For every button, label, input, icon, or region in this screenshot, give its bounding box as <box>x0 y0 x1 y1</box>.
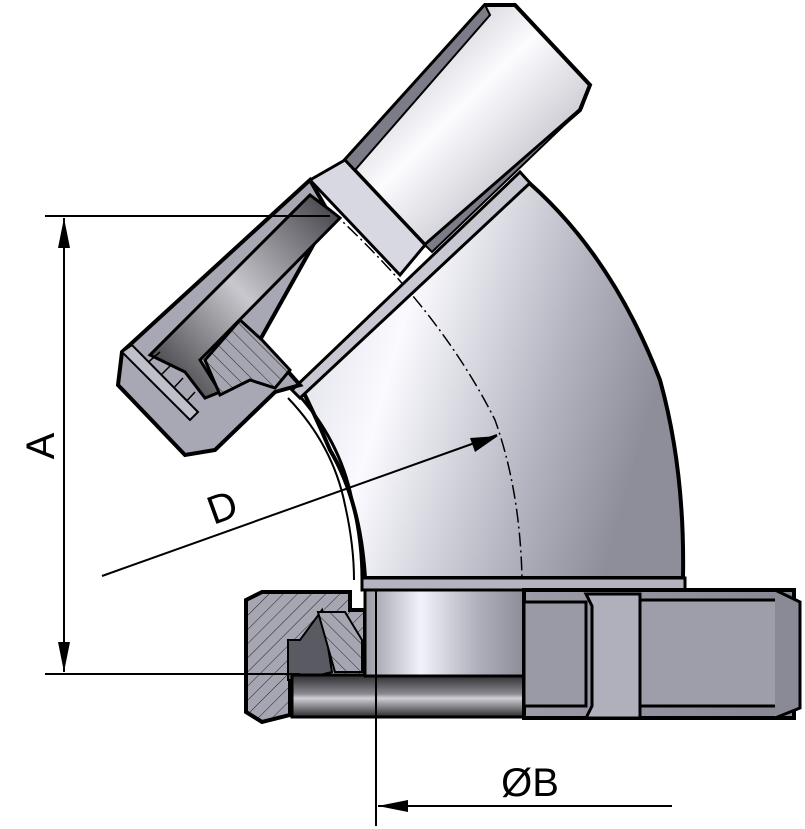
elbow-body <box>287 169 687 592</box>
arrow-right-icon <box>470 436 498 452</box>
dimension-d-label: D <box>201 482 243 533</box>
dimension-b-label: ØB <box>501 761 559 805</box>
dimension-a: A <box>19 215 330 675</box>
dimension-b: ØB <box>375 590 672 826</box>
arrow-left-icon <box>378 800 408 812</box>
arrow-down-icon <box>58 642 70 672</box>
top-flange <box>115 3 593 458</box>
bottom-union <box>244 588 802 725</box>
arrow-up-icon <box>58 218 70 248</box>
dimension-a-label: A <box>19 432 63 459</box>
